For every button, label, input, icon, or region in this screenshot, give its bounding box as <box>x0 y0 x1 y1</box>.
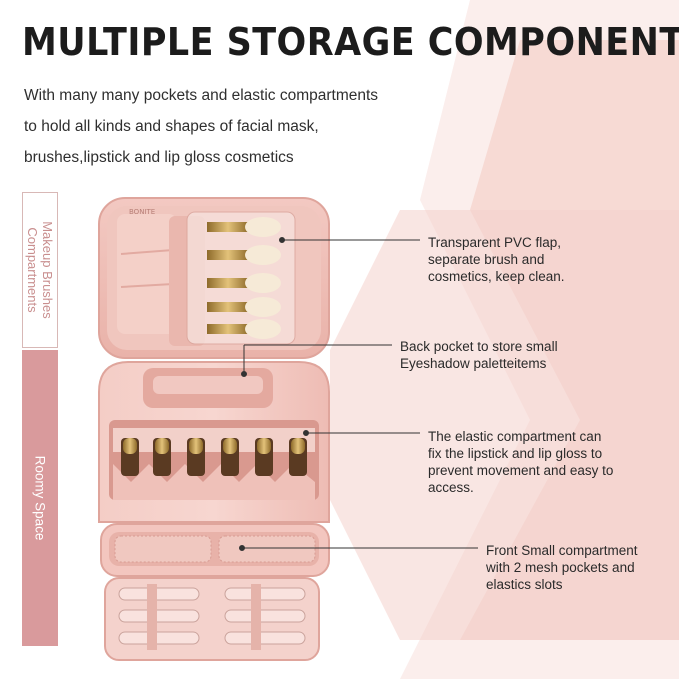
intro-line: brushes,lipstick and lip gloss cosmetics <box>24 149 294 166</box>
callout-pvc-flap: Transparent PVC flap, separate brush and… <box>428 234 565 285</box>
page-title: MULTIPLE STORAGE COMPONENT <box>22 20 679 64</box>
front-compartment <box>100 523 330 661</box>
callout-front-compartment: Front Small compartment with 2 mesh pock… <box>486 542 638 593</box>
callout-line: Front Small compartment <box>486 543 638 558</box>
case-lid: BONITE <box>98 197 330 359</box>
makeup-case-illustration: BONITE <box>98 197 330 661</box>
lipstick-row <box>121 438 307 476</box>
callout-line: Transparent PVC flap, <box>428 235 562 250</box>
callout-line: separate brush and <box>428 252 545 267</box>
callout-line: The elastic compartment can <box>428 429 602 444</box>
callout-line: elastics slots <box>486 577 563 592</box>
callout-back-pocket: Back pocket to store small Eyeshadow pal… <box>400 338 558 372</box>
case-body <box>98 361 330 523</box>
callout-line: access. <box>428 480 474 495</box>
brand-text: BONITE <box>129 208 155 216</box>
intro-text: With many many pockets and elastic compa… <box>24 80 404 173</box>
callout-line: cosmetics, keep clean. <box>428 269 565 284</box>
callout-line: Back pocket to store small <box>400 339 558 354</box>
brush-set <box>207 217 281 339</box>
callout-line: Eyeshadow paletteitems <box>400 356 547 371</box>
side-label-brush-compartments: Makeup Brushes Compartments <box>22 192 58 348</box>
side-label-roomy-space: Roomy Space <box>22 350 58 646</box>
callout-elastic-compartment: The elastic compartment can fix the lips… <box>428 428 613 496</box>
callout-line: prevent movement and easy to <box>428 463 614 478</box>
callout-line: fix the lipstick and lip gloss to <box>428 446 603 461</box>
intro-line: With many many pockets and elastic compa… <box>24 87 379 104</box>
callout-line: with 2 mesh pockets and <box>486 560 635 575</box>
lip-gloss-set <box>118 584 306 650</box>
intro-line: to hold all kinds and shapes of facial m… <box>24 118 319 135</box>
